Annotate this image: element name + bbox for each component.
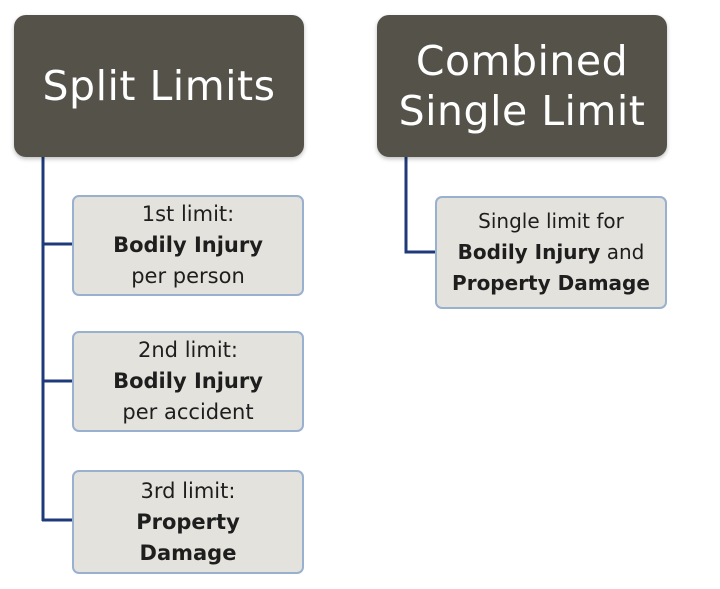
single-limit-label: Single limit for (478, 209, 624, 233)
first-limit-scope: per person (131, 264, 245, 288)
third-limit-label: 3rd limit: (140, 478, 236, 503)
first-limit-label: 1st limit: (141, 202, 235, 226)
second-limit-scope: per accident (122, 400, 254, 424)
second-limit-label: 2nd limit: (138, 338, 238, 362)
third-limit-coverage-line1: Property (136, 509, 240, 534)
single-limit-and: and (600, 240, 645, 264)
second-limit-coverage: Bodily Injury (113, 369, 263, 393)
combined-title-line1: Combined (415, 37, 629, 85)
first-limit-box: 1st limit: Bodily Injury per person (72, 195, 304, 296)
first-limit-coverage: Bodily Injury (113, 233, 263, 257)
single-limit-property-damage: Property Damage (452, 271, 650, 295)
split-limits-title: Split Limits (42, 62, 276, 110)
second-limit-box: 2nd limit: Bodily Injury per accident (72, 331, 304, 432)
single-limit-box: Single limit for Bodily Injury and Prope… (435, 196, 667, 309)
connector-single-limit (404, 157, 436, 254)
combined-title-line2: Single Limit (398, 87, 646, 135)
combined-single-limit-header: Combined Single Limit (377, 15, 667, 157)
third-limit-coverage-line2: Damage (139, 540, 237, 565)
third-limit-box: 3rd limit: Property Damage (72, 470, 304, 574)
single-limit-line2: Bodily Injury and (458, 237, 645, 268)
single-limit-bodily-injury: Bodily Injury (457, 240, 601, 264)
split-limits-header: Split Limits (14, 15, 304, 157)
